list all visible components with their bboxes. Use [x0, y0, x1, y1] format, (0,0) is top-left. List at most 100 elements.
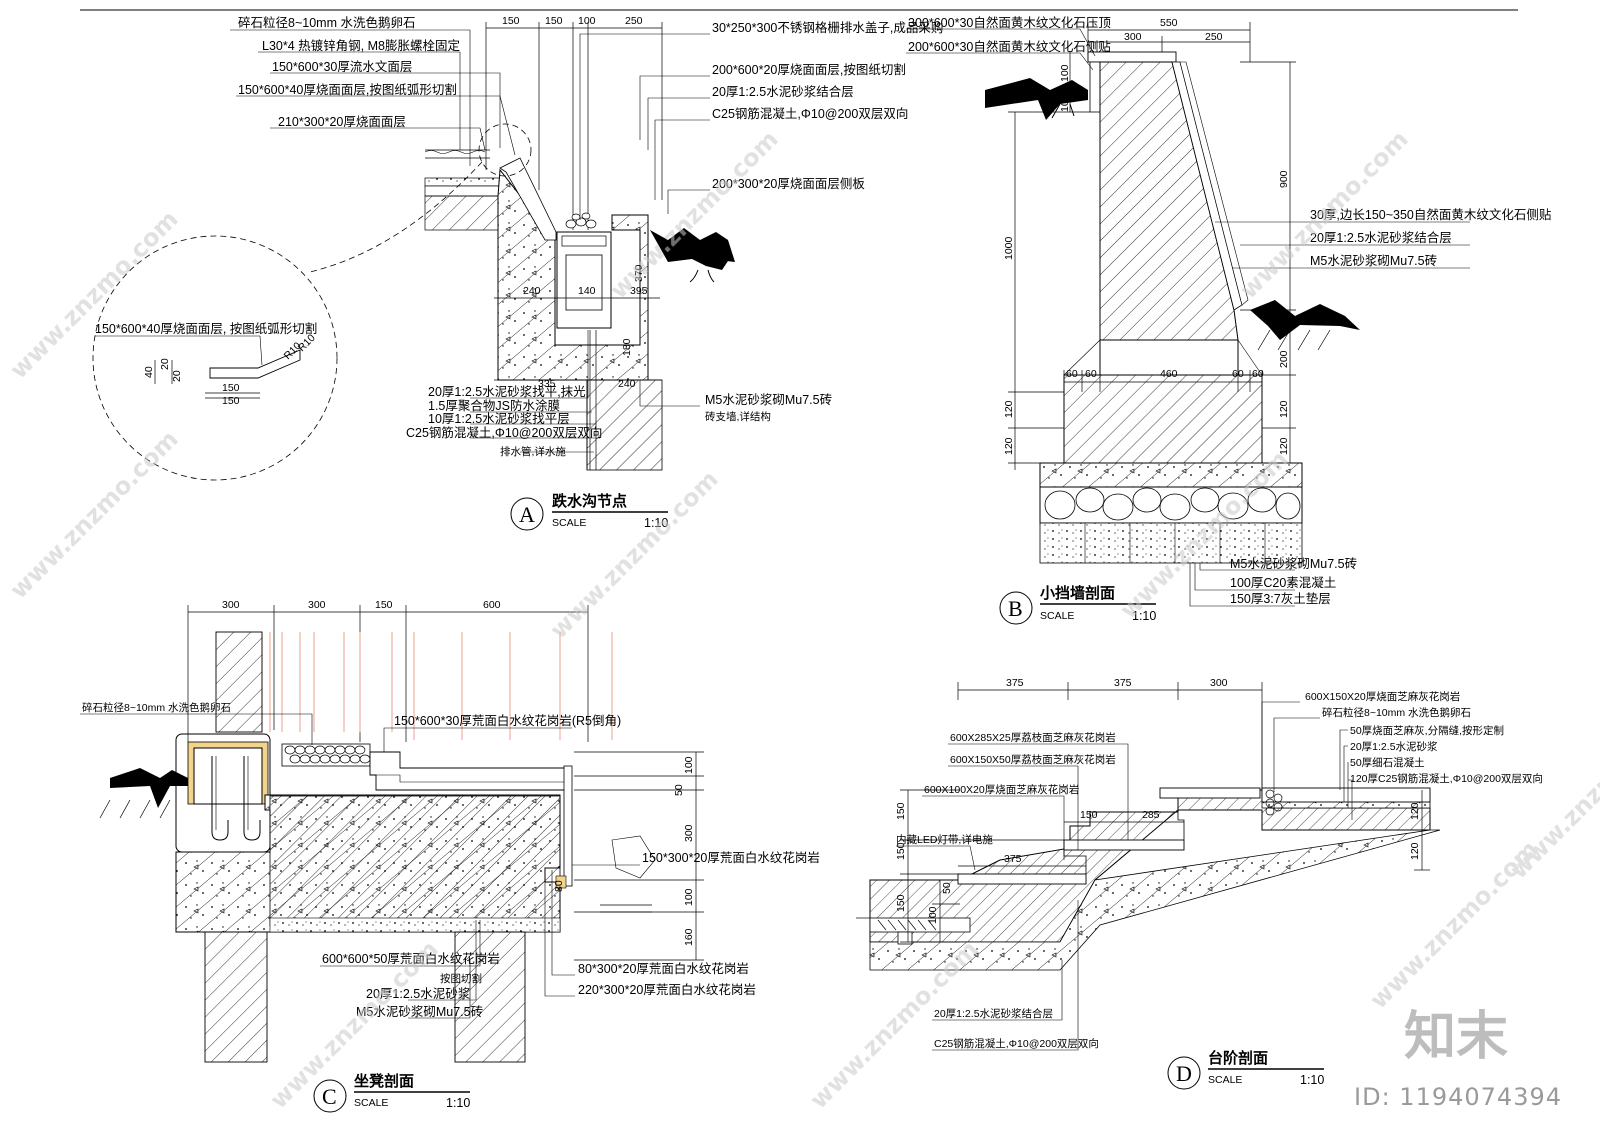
- label-c-3: 600*600*50厚荒面白水纹花岗岩: [322, 951, 500, 966]
- label-d-left-1: 600X150X50厚荔枝面芝麻灰花岗岩: [950, 753, 1116, 766]
- detail-d-scale: 1:10: [1300, 1073, 1324, 1087]
- dim-d-top-2: 300: [1210, 677, 1228, 689]
- label-c-6: M5水泥砂浆砌Mu7.5砖: [356, 1004, 483, 1019]
- detail-b-letter: B: [1008, 596, 1023, 621]
- label-b-top-1: 200*600*30自然面黄木纹文化石侧贴: [908, 39, 1111, 54]
- label-d-top-1: 碎石粒径8~10mm 水洗色鹅卵石: [1322, 706, 1471, 719]
- dim-b-left-4: 120: [1003, 437, 1015, 455]
- detail-d-marker: [1167, 1056, 1201, 1090]
- label-a-brick: M5水泥砂浆砌Mu7.5砖: [705, 392, 832, 407]
- dim-c-right-3: 100: [683, 888, 695, 906]
- detail-a-scale: 1:10: [644, 516, 668, 530]
- dim-b-right-2: 120: [1278, 400, 1290, 418]
- label-d-left-0: 600X285X25厚荔枝面芝麻灰花岗岩: [950, 731, 1116, 744]
- dim-c-right-0: 100: [683, 756, 695, 774]
- label-d-top-0: 600X150X20厚烧面芝麻灰花岗岩: [1305, 690, 1460, 703]
- label-d-bottom-1: C25钢筋混凝土,Φ10@200双层双向: [934, 1037, 1099, 1050]
- label-a-bottom-2: 10厚1:2.5水泥砂浆找平层: [428, 411, 570, 426]
- detail-b-retaining-wall: 550 300 250: [906, 15, 1551, 625]
- label-c-1: 150*600*30厚荒面白水纹花岗岩(R5倒角): [394, 713, 621, 728]
- detail-c-bench: 300 300 150 600: [80, 599, 820, 1113]
- dim-b-left-3: 120: [1003, 400, 1015, 418]
- dim-a-mid-0: 240: [523, 285, 541, 297]
- dim-a-top-0: 150: [502, 15, 520, 27]
- dim-b-top-1: 300: [1124, 31, 1142, 43]
- dim-a-top-3: 250: [625, 15, 643, 27]
- label-c-2: 150*300*20厚荒面白水纹花岗岩: [642, 850, 820, 865]
- label-b-right-1: 20厚1:2.5水泥砂浆结合层: [1310, 230, 1452, 245]
- label-a-right-4: 200*300*20厚烧面面层侧板: [712, 177, 865, 191]
- dim-d-left-2: 50: [941, 882, 953, 894]
- dim-a-vert-0: 370: [633, 264, 645, 282]
- label-b-right-0: 30厚,边长150~350自然面黄木纹文化石侧贴: [1310, 207, 1551, 222]
- dim-d-inner-1: 285: [1142, 809, 1160, 821]
- label-a-bottom-3: C25钢筋混凝土,Φ10@200双层双向: [406, 425, 602, 440]
- dim-d-top-0: 375: [1006, 677, 1024, 689]
- detail-b-title: 小挡墙剖面: [1040, 584, 1115, 602]
- dim-a-mid-2: 395: [630, 285, 648, 297]
- label-b-bottom-1: 100厚C20素混凝土: [1230, 575, 1336, 590]
- dim-a-top-1: 150: [545, 15, 563, 27]
- label-c-5: 20厚1:2.5水泥砂浆: [366, 986, 471, 1001]
- detail-a-letter: A: [519, 502, 535, 527]
- label-c-8: 220*300*20厚荒面白水纹花岗岩: [578, 982, 756, 997]
- detail-d-title: 台阶剖面: [1208, 1049, 1268, 1067]
- dim-a-zoom-3: 150: [222, 382, 240, 394]
- dim-a-zoom-0: 40: [143, 366, 155, 378]
- dim-b-left-1: 100: [1059, 94, 1071, 112]
- label-a-right-1: 200*600*20厚烧面面层,按图纸切割: [712, 62, 906, 77]
- dim-c-right-4: 160: [683, 928, 695, 946]
- label-a-left-1: L30*4 热镀锌角钢, M8膨胀螺栓固定: [262, 38, 460, 53]
- dim-b-base-3: 60: [1232, 368, 1244, 380]
- dim-b-base-2: 460: [1160, 368, 1178, 380]
- dim-d-top-1: 375: [1114, 677, 1132, 689]
- label-a-left-4: 210*300*20厚烧面面层: [278, 115, 406, 129]
- dim-a-vert-1: 180: [621, 338, 633, 356]
- dim-b-base-1: 60: [1085, 368, 1097, 380]
- detail-a-scale-label: SCALE: [552, 517, 586, 529]
- resource-id: ID: 1194074394: [1354, 1083, 1562, 1111]
- dim-d-left-4: 150: [895, 894, 907, 912]
- detail-c-scale: 1:10: [446, 1096, 470, 1110]
- dim-b-top-0: 550: [1160, 17, 1178, 29]
- watermark-text: www.znzmo.com: [4, 425, 183, 604]
- brand-watermark: 知末: [1403, 1007, 1508, 1067]
- dim-b-right-1: 200: [1278, 350, 1290, 368]
- dim-c-small: 80: [553, 880, 565, 892]
- detail-c-letter: C: [322, 1084, 337, 1109]
- dim-c-right-2: 300: [683, 824, 695, 842]
- label-c-4: 按图切割: [440, 972, 482, 985]
- watermark-text: www.znzmo.com: [544, 465, 723, 644]
- detail-b-scale-label: SCALE: [1040, 610, 1074, 622]
- label-d-left-3: 内藏LED灯带,详电施: [896, 833, 993, 846]
- label-a-left-0: 碎石粒径8~10mm 水洗色鹅卵石: [238, 15, 415, 30]
- dim-c-top-0: 300: [222, 599, 240, 611]
- label-a-bottom-0: 20厚1:2.5水泥砂浆找平,抹光: [428, 384, 586, 399]
- label-c-7: 80*300*20厚荒面白水纹花岗岩: [578, 961, 749, 976]
- detail-d-letter: D: [1176, 1061, 1192, 1086]
- label-d-left-2: 600X100X20厚烧面芝麻灰花岗岩: [924, 783, 1079, 796]
- label-b-right-2: M5水泥砂浆砌Mu7.5砖: [1310, 253, 1437, 268]
- label-d-top-2: 50厚烧面芝麻灰,分隔缝,按形定制: [1350, 724, 1504, 737]
- label-a-bottom-4: 排水管,详水施: [500, 445, 566, 458]
- dim-d-right-1: 120: [1409, 842, 1421, 860]
- detail-c-scale-label: SCALE: [354, 1097, 388, 1109]
- label-a-right-2: 20厚1:2.5水泥砂浆结合层: [712, 84, 854, 99]
- dim-c-top-1: 300: [308, 599, 326, 611]
- label-d-top-4: 50厚细石混凝土: [1350, 756, 1425, 769]
- detail-a-title: 跌水沟节点: [552, 492, 627, 510]
- dim-a-zoom-2: 20: [171, 370, 183, 382]
- label-a-right-3: C25钢筋混凝土,Φ10@200双层双向: [712, 106, 908, 121]
- label-d-top-5: 120厚C25钢筋混凝土,Φ10@200双层双向: [1350, 772, 1543, 785]
- watermark-text: www.znzmo.com: [4, 205, 183, 384]
- label-b-bottom-2: 150厚3:7灰土垫层: [1230, 591, 1331, 606]
- detail-b-marker: [999, 591, 1033, 625]
- detail-c-title: 坐凳剖面: [354, 1072, 414, 1090]
- dim-a-mid-1: 140: [578, 285, 596, 297]
- dim-c-right-1: 50: [673, 784, 685, 796]
- dim-c-top-3: 600: [483, 599, 501, 611]
- dim-d-left-3: 100: [927, 906, 939, 924]
- label-a-right-0: 30*250*300不锈钢格栅排水盖子,成品采购: [712, 20, 943, 35]
- dim-b-left-2: 1000: [1003, 236, 1015, 260]
- label-a-brick-2: 砖支墙,详结构: [705, 410, 771, 423]
